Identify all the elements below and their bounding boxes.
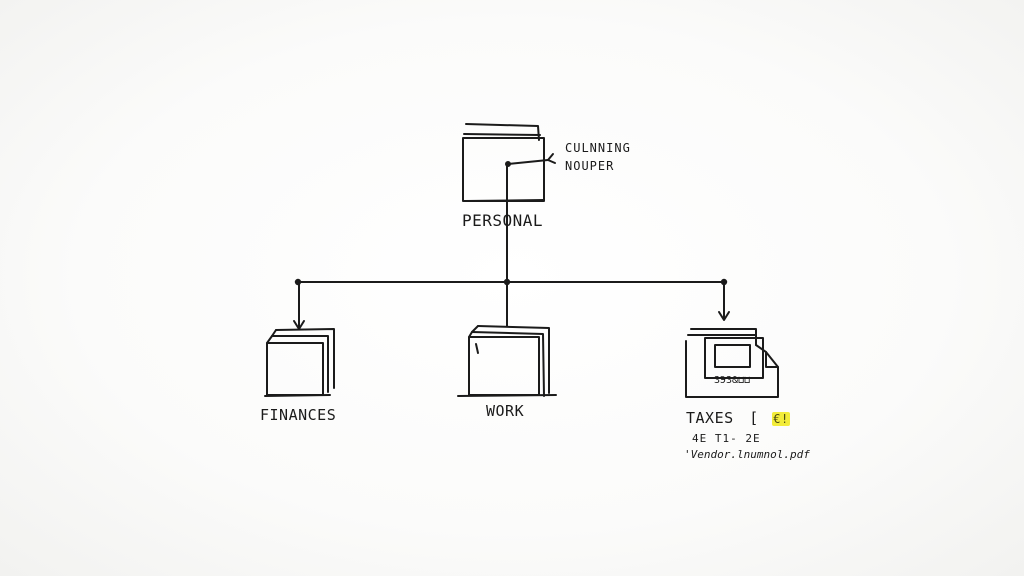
root-folder-label: PERSONAL xyxy=(462,211,544,230)
finances-folder-icon xyxy=(264,328,335,397)
root-folder-icon xyxy=(462,123,545,202)
taxes-bracket: [ xyxy=(749,409,759,427)
taxes-detail-line2: 'Vendor.lnumnol.pdf xyxy=(684,448,810,461)
root-annotation-line2: NOUPER xyxy=(565,159,615,173)
taxes-document-icon xyxy=(685,328,779,398)
work-folder-icon xyxy=(457,325,557,397)
finances-label: FINANCES xyxy=(260,406,337,424)
work-label: WORK xyxy=(486,402,525,420)
taxes-label-row: TAXES [ €! xyxy=(686,409,790,427)
taxes-flag: €! xyxy=(772,412,790,426)
root-annotation-line1: CULNNING xyxy=(565,141,631,155)
annotation-pointer xyxy=(505,153,556,167)
taxes-label: TAXES xyxy=(686,409,734,427)
taxes-detail-line1: 4E T1- 2E xyxy=(692,432,761,445)
taxes-badge-text: ЗЭЗ&⊔⊔ xyxy=(714,375,751,386)
